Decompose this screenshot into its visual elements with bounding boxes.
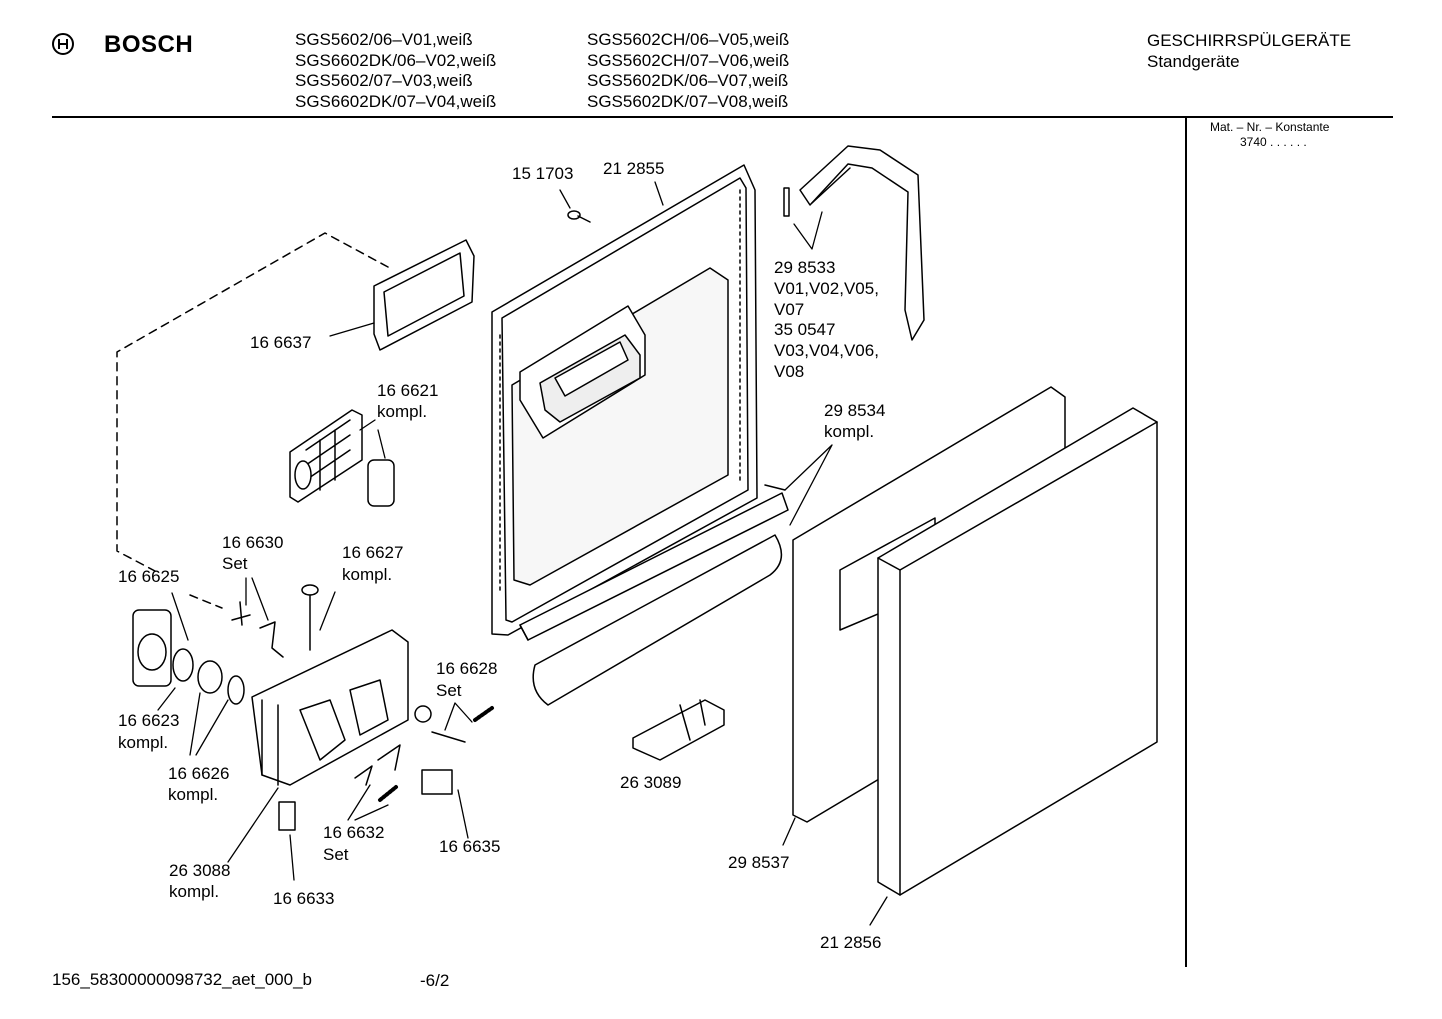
part-label: kompl.: [168, 785, 219, 804]
part-label: V07: [774, 300, 805, 319]
hinge-rail-part: [519, 484, 789, 641]
screw-part: [567, 210, 591, 223]
part-label: 26 3088: [169, 861, 231, 880]
part-label: 29 8537: [728, 853, 790, 872]
bracket-part: [632, 699, 725, 761]
part-label: 26 3089: [620, 773, 682, 792]
part-label: 16 6637: [250, 333, 312, 352]
model-6: SGS5602CH/07–V06,weiß: [587, 51, 790, 70]
model-1: SGS5602/06–V01,weiß: [295, 30, 473, 49]
part-label: kompl.: [377, 402, 428, 421]
bosch-logo-icon: [52, 33, 74, 55]
part-label: Set: [222, 554, 248, 573]
part-label: 16 6630: [222, 533, 284, 552]
model-5: SGS5602CH/06–V05,weiß: [587, 30, 790, 49]
part-label: kompl.: [824, 422, 875, 441]
part-label: 16 6627: [342, 543, 404, 562]
page-number: -6/2: [420, 971, 450, 990]
part-label: V08: [774, 362, 805, 381]
part-label: Set: [323, 845, 349, 864]
model-3: SGS5602/07–V03,weiß: [295, 71, 473, 90]
dispenser-body: [251, 629, 409, 786]
part-label: kompl.: [118, 733, 169, 752]
window-frame-part: [373, 239, 475, 351]
inner-door-panel: [491, 164, 758, 636]
part-label: 16 6625: [118, 567, 180, 586]
part-label: 21 2856: [820, 933, 882, 952]
part-label: 16 6621: [377, 381, 439, 400]
subcategory-title: Standgeräte: [1147, 52, 1240, 71]
grid-insert-part: [289, 409, 395, 507]
model-2: SGS6602DK/06–V02,weiß: [295, 51, 497, 70]
part-label: 16 6635: [439, 837, 501, 856]
part-label: 16 6628: [436, 659, 498, 678]
part-label: 16 6623: [118, 711, 180, 730]
part-label: 35 0547: [774, 320, 836, 339]
model-7: SGS5602DK/06–V07,weiß: [587, 71, 789, 90]
part-label: kompl.: [169, 882, 220, 901]
model-8: SGS5602DK/07–V08,weiß: [587, 92, 789, 111]
part-label: 16 6633: [273, 889, 335, 908]
part-label: V03,V04,V06,: [774, 341, 879, 360]
decor-panel: [877, 407, 1158, 896]
small-parts: [132, 584, 494, 831]
part-label: kompl.: [342, 565, 393, 584]
part-label: 29 8534: [824, 401, 886, 420]
part-label: 15 1703: [512, 164, 574, 183]
assembly-dash-line: [116, 232, 389, 609]
document-id: 156_58300000098732_aet_000_b: [52, 970, 312, 989]
part-label: 16 6632: [323, 823, 385, 842]
mat-label: Mat. – Nr. – Konstante: [1210, 120, 1330, 134]
part-label: 29 8533: [774, 258, 836, 277]
part-label: 21 2855: [603, 159, 665, 178]
category-title: GESCHIRRSPÜLGERÄTE: [1147, 31, 1352, 50]
part-label: Set: [436, 681, 462, 700]
mat-value: 3740 . . . . . .: [1240, 135, 1307, 149]
brand-name: BOSCH: [104, 31, 194, 58]
top-bracket-part: [783, 145, 925, 341]
leader-lines: [157, 181, 888, 926]
model-4: SGS6602DK/07–V04,weiß: [295, 92, 497, 111]
part-label: V01,V02,V05,: [774, 279, 879, 298]
lower-cover-strip: [532, 534, 783, 706]
part-label: 16 6626: [168, 764, 230, 783]
